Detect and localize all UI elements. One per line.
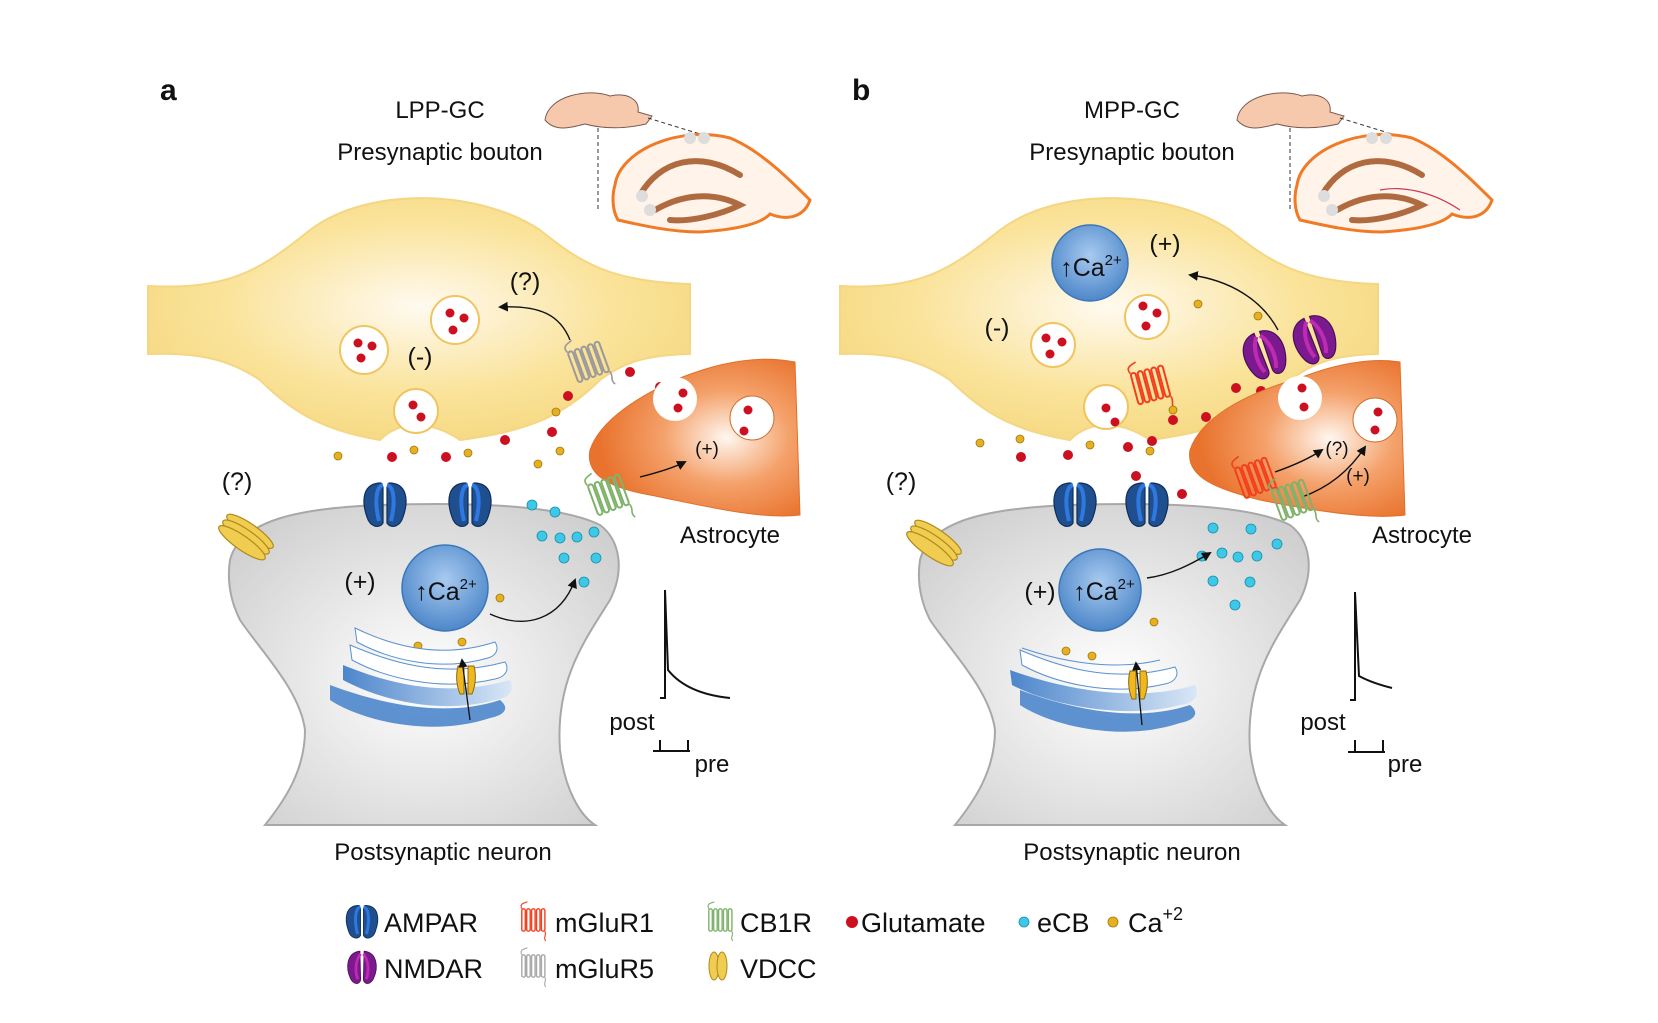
trace-pre-label-b: pre [1388, 751, 1423, 778]
vesicle [430, 295, 480, 345]
presynaptic-bouton-a [147, 197, 691, 442]
nmdar-icon [346, 949, 378, 985]
calcium-dots-a [333, 407, 565, 469]
brain-icon [1236, 92, 1345, 129]
vdcc-question-a: (?) [222, 468, 253, 496]
brain-inset-a [544, 92, 812, 234]
brain-inset-b [1236, 92, 1494, 234]
ca-label-a: ↑Ca2+ [415, 576, 477, 606]
calcium-dots-b [975, 299, 1263, 456]
legend-label: Ca+2 [1128, 904, 1183, 938]
legend-item-cb1r: CB1R [707, 901, 812, 942]
fusing-vesicle [1083, 384, 1129, 430]
pre-question-a: (?) [510, 268, 541, 296]
astro-vesicle [1352, 397, 1398, 443]
mglur5-icon [520, 947, 547, 988]
postsynaptic-label-b: Postsynaptic neuron [1023, 839, 1240, 866]
glutamate-dots-b [1016, 383, 1266, 499]
calcium-dots-b2 [1061, 617, 1159, 661]
fusing-vesicle [393, 388, 439, 434]
astrocyte-label-a: Astrocyte [680, 522, 780, 549]
panel-b: b MPP-GC Presynaptic bouton ↑Ca2+ (+) (-… [839, 74, 1494, 866]
legend-label: eCB [1037, 908, 1090, 938]
trace-pre-label-a: pre [695, 751, 730, 778]
legend: AMPAR mGluR1 CB1R Glutamate eCB Ca+2 NMD… [344, 901, 1183, 988]
legend-label: mGluR5 [555, 954, 654, 984]
astro-sign-b2: (+) [1346, 466, 1370, 487]
astro-vesicle [653, 377, 697, 421]
vdcc-question-b: (?) [886, 468, 917, 496]
presynaptic-label-a: Presynaptic bouton [337, 139, 542, 166]
trace-post-label-a: post [609, 709, 655, 736]
vdcc-icon [708, 951, 728, 981]
vesicle [339, 325, 389, 375]
ca-store-b [1051, 224, 1129, 302]
legend-item-ecb: eCB [1018, 908, 1090, 938]
arrow [1274, 448, 1324, 473]
legend-label: AMPAR [384, 908, 478, 938]
legend-item-glutamate: Glutamate [846, 908, 986, 938]
astro-vesicle [729, 395, 775, 441]
legend-item-mglur5: mGluR5 [520, 947, 654, 988]
astro-sign-a: (+) [695, 439, 719, 460]
mglur1-icon [520, 901, 547, 942]
panel-a: a LPP-GC Presynaptic bouton (-) (?) [147, 74, 812, 866]
legend-item-calcium: Ca+2 [1107, 904, 1183, 938]
vesicle [1124, 294, 1170, 340]
trace-a [653, 589, 731, 752]
brain-icon [544, 92, 653, 129]
postsynaptic-label-a: Postsynaptic neuron [334, 839, 551, 866]
pathway-label-b: MPP-GC [1084, 97, 1180, 124]
panel-letter-a: a [160, 74, 177, 107]
arrow [1301, 445, 1367, 498]
trace-post-label-b: post [1300, 709, 1346, 736]
arrow [639, 461, 687, 478]
ca-store-a [401, 544, 489, 632]
legend-label: VDCC [740, 954, 817, 984]
glutamate-dot-icon [846, 916, 858, 928]
pre-inhibition-sign-a: (-) [408, 343, 433, 371]
legend-item-vdcc: VDCC [708, 951, 817, 984]
arrow [498, 301, 571, 341]
presynaptic-bouton-b [839, 197, 1379, 442]
arrow [489, 578, 577, 622]
legend-label: CB1R [740, 908, 812, 938]
legend-item-nmdar: NMDAR [346, 949, 483, 985]
astrocyte-a [588, 358, 801, 517]
pathway-label-a: LPP-GC [395, 97, 484, 124]
astro-vesicle [1278, 376, 1322, 420]
legend-label: Glutamate [861, 908, 986, 938]
panel-letter-b: b [852, 74, 870, 107]
ca-label-b-pre: ↑Ca2+ [1060, 252, 1122, 282]
legend-item-ampar: AMPAR [344, 904, 478, 940]
presynaptic-label-b: Presynaptic bouton [1029, 139, 1234, 166]
trace-b [1348, 591, 1393, 753]
cb1r-icon [707, 901, 734, 942]
ecb-dots-a [526, 499, 602, 588]
calcium-dot-icon [1107, 916, 1119, 928]
ca-store-b-post [1058, 548, 1142, 632]
post-sign-b: (+) [1024, 578, 1055, 606]
arrow [1146, 551, 1212, 579]
vesicle [1030, 322, 1076, 368]
legend-label: NMDAR [384, 954, 483, 984]
post-sign-a: (+) [344, 568, 375, 596]
pre-plus-b: (+) [1149, 230, 1180, 258]
legend-item-mglur1: mGluR1 [520, 901, 654, 942]
ca-label-b-post: ↑Ca2+ [1073, 576, 1135, 606]
legend-label: mGluR1 [555, 908, 654, 938]
arrow [1188, 271, 1279, 331]
pre-inhibition-sign-b: (-) [985, 314, 1010, 342]
ecb-dot-icon [1018, 916, 1030, 928]
astrocyte-label-b: Astrocyte [1372, 522, 1472, 549]
ampar-icon [344, 904, 380, 940]
astro-sign-b1: (?) [1325, 439, 1348, 460]
